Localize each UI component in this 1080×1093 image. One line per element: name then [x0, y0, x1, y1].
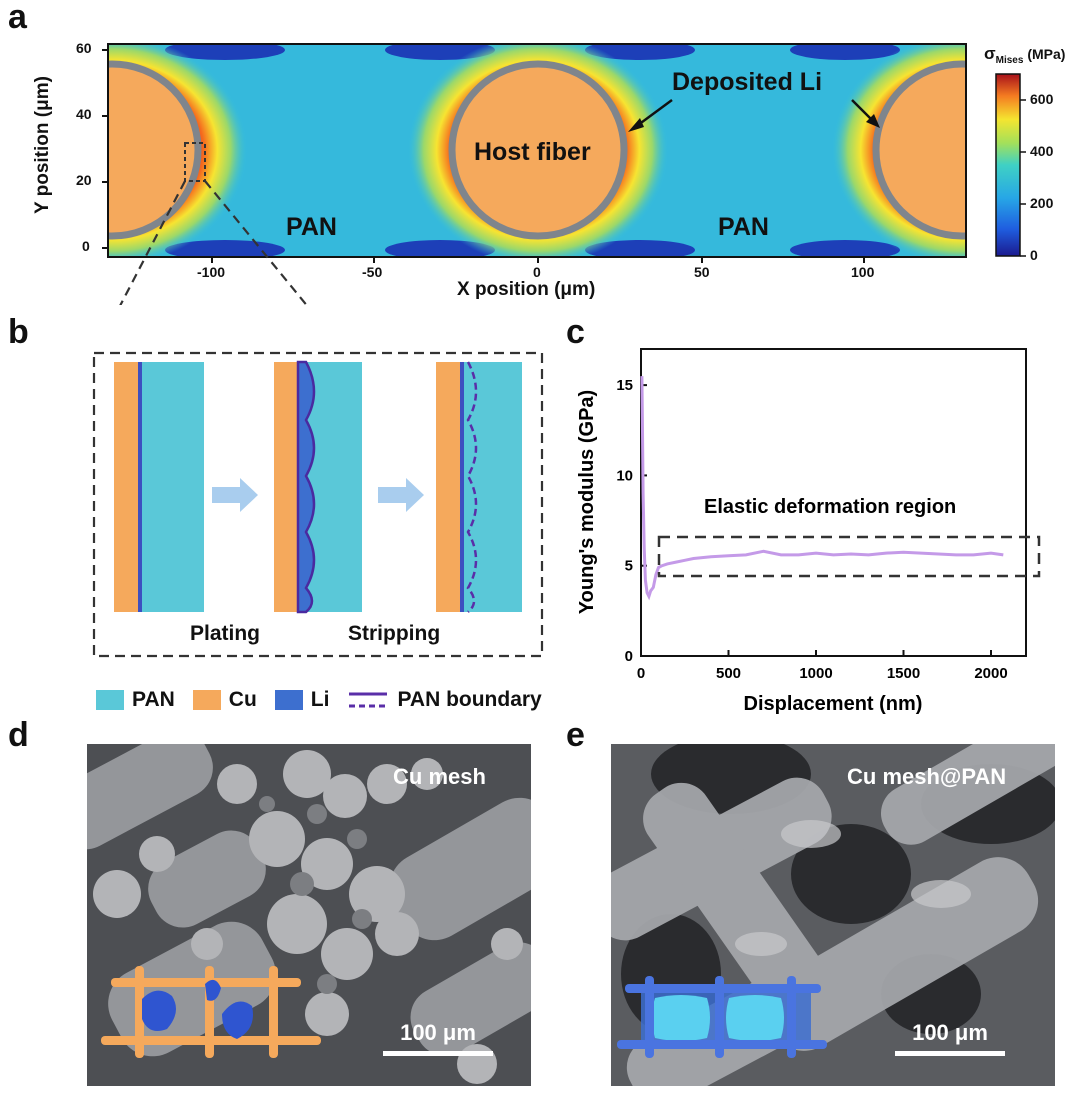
cu-mesh-pan-sem-image: Cu mesh@PAN 100 μm	[611, 744, 1055, 1086]
boundary-swatch	[349, 692, 388, 708]
y-tick-label: 15	[616, 377, 633, 394]
panel-a-ytick-40: 40	[76, 106, 92, 122]
deposited-li-label: Deposited Li	[672, 68, 823, 96]
stress-map	[102, 43, 1026, 305]
chart-xlabel: Displacement (nm)	[744, 693, 923, 715]
legend-pan-label: PAN	[132, 688, 175, 711]
panel-a-xtick-m50: -50	[362, 264, 383, 280]
cu-swatch	[192, 690, 221, 710]
plating-schematic	[92, 351, 544, 658]
panel-e-label: e	[566, 716, 585, 754]
schematic-legend: PAN Cu Li PAN boundary	[96, 688, 560, 712]
pan-swatch	[96, 690, 124, 710]
scale-bar-e	[895, 1051, 1005, 1056]
elastic-region-label: Elastic deformation region	[704, 496, 956, 518]
panel-a-xlabel: X position (μm)	[457, 279, 596, 300]
colorbar-label-main: σ	[984, 44, 996, 63]
cu-mesh-texture	[87, 744, 531, 1086]
x-tick-label: 1500	[887, 665, 920, 682]
pan-label-left: PAN	[286, 213, 337, 241]
panel-a-ylabel: Y position (μm)	[32, 76, 53, 214]
panel-a-xtick-50: 50	[694, 264, 710, 280]
stripping-label: Stripping	[348, 622, 441, 645]
cu-mesh-sem-image: Cu mesh 100 μm	[87, 744, 531, 1086]
panel-c-label: c	[566, 313, 585, 351]
legend-li-label: Li	[310, 688, 330, 711]
cu-mesh-pan-title: Cu mesh@PAN	[847, 764, 1007, 789]
x-tick-label: 1000	[799, 665, 832, 682]
colorbar-tick-0: 0	[1030, 247, 1038, 263]
colorbar-label-unit: (MPa)	[1027, 46, 1066, 62]
cu-mesh-title: Cu mesh	[393, 764, 486, 789]
legend-li: Li	[274, 688, 330, 712]
chart-plot-frame	[640, 348, 1027, 657]
scale-label-d: 100 μm	[400, 1020, 476, 1045]
legend-cu: Cu	[192, 688, 257, 712]
y-tick-label: 0	[625, 648, 633, 665]
modulus-chart: 0 500 1000 1500 2000 0 5 10 15 Elastic deformati…	[576, 348, 1041, 715]
panel-b-label: b	[8, 313, 29, 351]
mesh-pan-icon	[617, 976, 827, 1058]
colorbar-tick-600: 600	[1030, 91, 1054, 107]
elastic-region-box	[657, 535, 1041, 578]
colorbar-label-sub: Mises	[995, 54, 1024, 66]
x-tick-label: 0	[637, 665, 645, 682]
panel-a-label: a	[8, 0, 27, 36]
y-tick-label: 10	[616, 467, 633, 484]
panel-a-ytick-0: 0	[82, 238, 90, 254]
li-swatch	[274, 690, 303, 710]
x-tick-label: 500	[716, 665, 741, 682]
host-fiber-label: Host fiber	[474, 138, 591, 166]
y-tick-label: 5	[625, 558, 633, 575]
legend-cu-label: Cu	[228, 688, 257, 711]
legend-boundary: PAN boundary	[347, 688, 542, 712]
panel-a-ytick-20: 20	[76, 172, 92, 188]
panel-a-ytick-60: 60	[76, 40, 92, 56]
modulus-series-line	[640, 376, 1004, 601]
chart-ylabel: Young's modulus (GPa)	[576, 390, 598, 614]
colorbar-tick-200: 200	[1030, 195, 1054, 211]
pan-label-right: PAN	[718, 213, 769, 241]
colorbar-label: σMises (MPa)	[984, 44, 1065, 66]
mesh-li-icon	[101, 966, 321, 1058]
panel-d-label: d	[8, 716, 29, 754]
scale-bar-d	[383, 1051, 493, 1056]
colorbar-tick-400: 400	[1030, 143, 1054, 159]
panel-a-xtick-100: 100	[851, 264, 875, 280]
panel-a-xtick-0: 0	[533, 264, 541, 280]
cu-mesh-pan-texture	[611, 744, 1055, 1086]
panel-a-xtick-m100: -100	[197, 264, 226, 280]
legend-pan: PAN	[96, 688, 175, 712]
x-tick-label: 2000	[974, 665, 1007, 682]
plating-label: Plating	[190, 622, 261, 645]
legend-boundary-label: PAN boundary	[397, 688, 542, 711]
scale-label-e: 100 μm	[912, 1020, 988, 1045]
